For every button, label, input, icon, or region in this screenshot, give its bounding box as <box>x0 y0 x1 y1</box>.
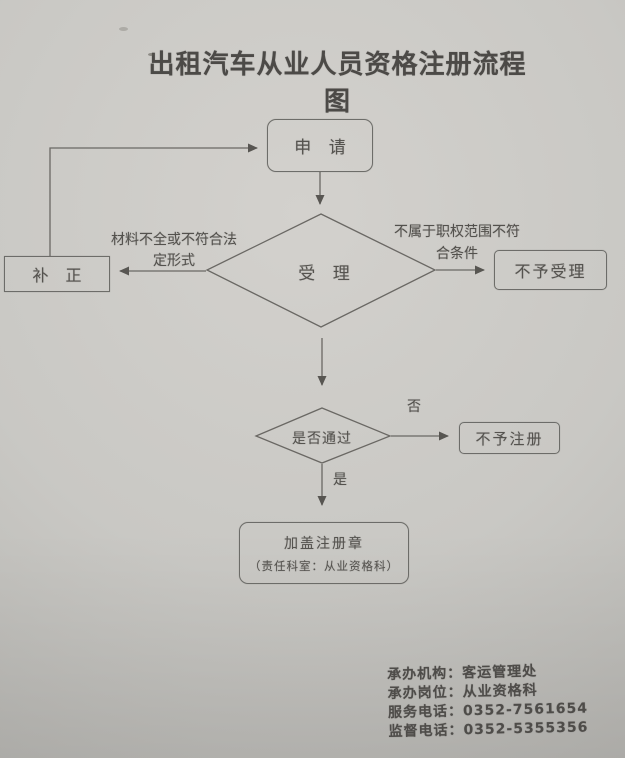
stamp-node: 加盖注册章 （责任科室：从业资格科） <box>239 522 409 584</box>
pass-check-diamond <box>254 407 392 464</box>
not-accept-node: 不予受理 <box>494 250 607 290</box>
no-branch-label: 否 <box>407 399 421 415</box>
correction-reason-line2: 定形式 <box>153 253 195 269</box>
yes-branch-label: 是 <box>333 472 347 488</box>
not-register-node-label: 不予注册 <box>475 429 544 448</box>
not-accept-reason-line2: 合条件 <box>436 246 478 262</box>
not-accept-node-label: 不予受理 <box>514 262 587 281</box>
pass-check-node-label: 是否通过 <box>292 431 352 447</box>
stamp-node-title: 加盖注册章 <box>284 535 364 552</box>
paper-smudge <box>119 27 128 31</box>
apply-node: 申 请 <box>267 119 373 172</box>
not-accept-reason-label: 不属于职权范围不符 合条件 <box>382 221 532 265</box>
not-accept-reason-line1: 不属于职权范围不符 <box>394 224 520 240</box>
correction-node: 补 正 <box>4 256 110 292</box>
page-title: 出租汽车从业人员资格注册流程图 <box>148 50 527 117</box>
not-register-node: 不予注册 <box>459 422 560 454</box>
correction-reason-line1: 材料不全或不符合法 <box>111 232 237 248</box>
correction-node-label: 补 正 <box>32 266 88 285</box>
apply-node-label: 申 请 <box>294 138 352 158</box>
accept-diamond <box>205 213 437 328</box>
correction-reason-label: 材料不全或不符合法 定形式 <box>104 230 244 272</box>
stamp-node-note: （责任科室：从业资格科） <box>249 558 399 573</box>
accept-node-label: 受 理 <box>298 264 356 284</box>
paper-speck <box>148 53 154 56</box>
edge-correction-to-apply <box>49 143 258 256</box>
footer-info: 承办机构：客运管理处 承办岗位：从业资格科 服务电话：0352-7561654 … <box>387 661 589 742</box>
